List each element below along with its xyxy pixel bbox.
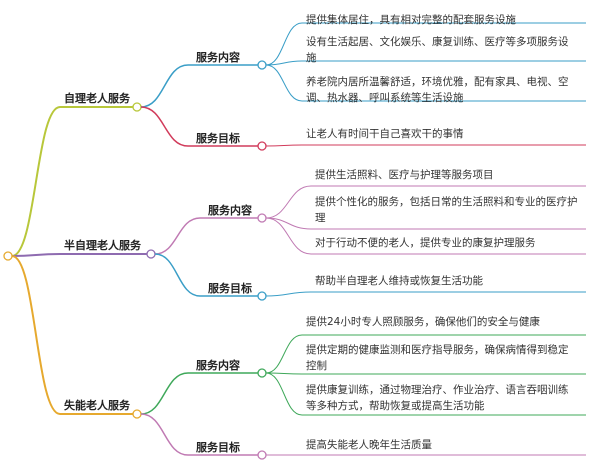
leaf-text-line: 设有生活起居、文化娱乐、康复训练、医疗等多项服务设	[306, 36, 569, 48]
leaf-text: 提供24小时专人照顾服务，确保他们的安全与健康	[306, 314, 586, 330]
leaf-text: 让老人有时间干自己喜欢干的事情	[306, 126, 586, 142]
group-connector	[140, 64, 258, 108]
leaf-text: 提供康复训练，通过物理治疗、作业治疗、语言吞咽训练等多种方式，帮助恢复或提高生活…	[306, 382, 586, 414]
leaf-connector	[265, 217, 586, 230]
branch-connector	[11, 106, 133, 257]
leaf-text: 提高失能老人晚年生活质量	[306, 437, 586, 453]
leaf-connector	[265, 217, 586, 255]
branch-connector	[11, 255, 133, 415]
branch-label[interactable]: 自理老人服务	[64, 92, 130, 105]
leaf-text: 设有生活起居、文化娱乐、康复训练、医疗等多项服务设施	[306, 34, 586, 66]
leaf-text-line: 让老人有时间干自己喜欢干的事情	[306, 128, 464, 140]
leaf-connector	[265, 22, 586, 66]
group-label[interactable]: 服务目标	[196, 132, 240, 145]
leaf-text-line: 提供定期的健康监测和医疗指导服务，确保病情得到稳定	[306, 344, 569, 356]
leaf-text-line: 帮助半自理老人维持或恢复生活功能	[315, 275, 483, 287]
group-connector	[154, 253, 258, 297]
leaf-text-line: 提供生活照料、医疗与护理等服务项目	[315, 169, 494, 181]
group-connector	[140, 413, 258, 456]
leaf-text: 提供生活照料、医疗与护理等服务项目	[315, 167, 586, 183]
leaf-connector	[265, 64, 586, 102]
leaf-text-line: 施	[306, 52, 317, 64]
leaf-connector	[265, 334, 586, 374]
branch-node[interactable]	[146, 249, 156, 259]
group-connector	[140, 106, 258, 147]
group-node[interactable]	[257, 213, 267, 223]
leaf-text: 提供集体居住，具有相对完整的配套服务设施	[306, 12, 586, 28]
leaf-connector	[265, 185, 586, 219]
leaf-text-line: 理	[315, 212, 326, 224]
branch-node[interactable]	[132, 409, 142, 419]
leaf-connector	[265, 372, 586, 375]
root-node[interactable]	[3, 251, 13, 261]
leaf-connector	[265, 291, 586, 297]
group-connector	[140, 372, 258, 415]
leaf-text-line: 养老院内居所温馨舒适，环境优雅，配有家具、电视、空	[306, 76, 569, 88]
leaf-text-line: 调、热水器、呼叫系统等生活设施	[306, 92, 464, 104]
leaf-text-line: 提供康复训练，通过物理治疗、作业治疗、语言吞咽训练	[306, 384, 569, 396]
branch-node[interactable]	[132, 102, 142, 112]
group-node[interactable]	[257, 141, 267, 151]
leaf-text: 养老院内居所温馨舒适，环境优雅，配有家具、电视、空调、热水器、呼叫系统等生活设施	[306, 74, 586, 106]
group-label[interactable]: 服务目标	[208, 282, 252, 295]
leaf-connector	[265, 144, 586, 147]
group-node[interactable]	[257, 368, 267, 378]
leaf-text-line: 控制	[306, 360, 327, 372]
leaf-text: 对于行动不便的老人，提供专业的康复护理服务	[315, 235, 586, 251]
branch-connector	[11, 253, 147, 257]
leaf-text: 帮助半自理老人维持或恢复生活功能	[315, 273, 586, 289]
group-label[interactable]: 服务目标	[196, 441, 240, 454]
leaf-text-line: 提供24小时专人照顾服务，确保他们的安全与健康	[306, 316, 540, 328]
leaf-text-line: 对于行动不便的老人，提供专业的康复护理服务	[315, 237, 536, 249]
leaf-text: 提供个性化的服务，包括日常的生活照料和专业的医疗护理	[315, 194, 586, 226]
leaf-connector	[265, 372, 586, 416]
leaf-text-line: 提高失能老人晚年生活质量	[306, 439, 432, 451]
leaf-text-line: 提供集体居住，具有相对完整的配套服务设施	[306, 14, 516, 26]
branch-label[interactable]: 半自理老人服务	[64, 239, 141, 252]
group-node[interactable]	[257, 291, 267, 301]
leaf-text: 提供定期的健康监测和医疗指导服务，确保病情得到稳定控制	[306, 342, 586, 374]
group-node[interactable]	[257, 60, 267, 70]
group-node[interactable]	[257, 450, 267, 460]
leaf-connector	[265, 60, 586, 66]
group-label[interactable]: 服务内容	[208, 204, 252, 217]
branch-label[interactable]: 失能老人服务	[64, 399, 130, 412]
group-connector	[154, 217, 258, 255]
group-label[interactable]: 服务内容	[196, 51, 240, 64]
leaf-text-line: 等多种方式，帮助恢复或提高生活功能	[306, 400, 485, 412]
leaf-text-line: 提供个性化的服务，包括日常的生活照料和专业的医疗护	[315, 196, 578, 208]
group-label[interactable]: 服务内容	[196, 359, 240, 372]
